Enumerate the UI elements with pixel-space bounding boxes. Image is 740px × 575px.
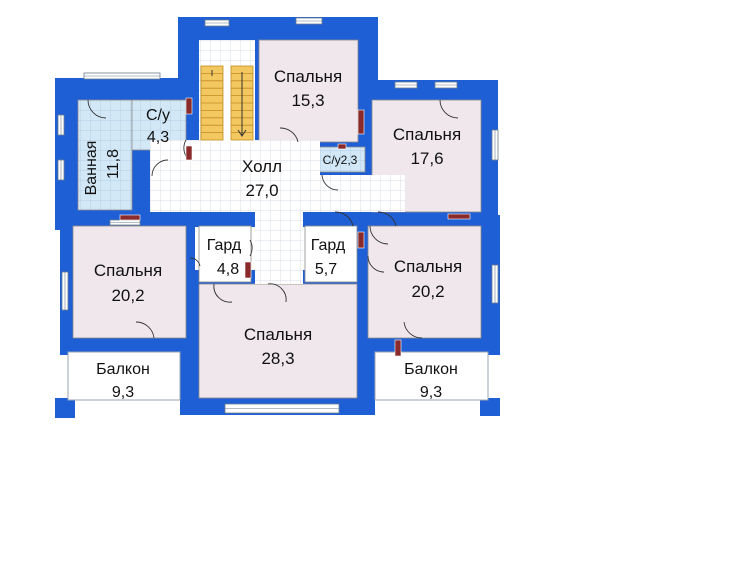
door-swing — [213, 283, 233, 303]
room-labels: Спальня 15,3 С/у 4,3 Ванная 11,8 Спальня… — [83, 67, 462, 401]
door-jamb — [119, 214, 141, 221]
room-area: 20,2 — [111, 286, 144, 305]
room-name: Ванная — [83, 141, 100, 196]
door-swing — [183, 139, 187, 157]
room-area: 11,8 — [105, 149, 122, 179]
door-jamb — [185, 97, 193, 115]
door-swing — [321, 174, 339, 191]
room-name: С/у — [146, 107, 170, 124]
door-swing — [377, 211, 397, 227]
door-jamb — [357, 231, 365, 249]
doors — [87, 99, 459, 339]
door-swing — [334, 211, 354, 227]
room-area: 17,6 — [410, 149, 443, 168]
room-name: Гард — [207, 237, 242, 254]
door-swing — [439, 99, 459, 119]
room-area: 9,3 — [420, 384, 442, 401]
room-area: 5,7 — [315, 261, 337, 278]
door-jamb — [357, 109, 365, 135]
staircase — [200, 65, 255, 142]
door-swing — [135, 321, 155, 339]
door-jamb — [394, 339, 402, 357]
room-area: 15,3 — [291, 91, 324, 110]
room-name: Спальня — [244, 325, 312, 344]
door-swing — [367, 255, 385, 273]
door-swing — [189, 257, 201, 267]
balconies — [67, 351, 489, 401]
room-area: 4,3 — [147, 129, 169, 146]
room-name: Холл — [242, 157, 282, 176]
stair-arrow-head — [237, 129, 247, 137]
posts — [119, 97, 471, 357]
room-name: С/у2,3 — [323, 153, 358, 167]
door-jamb — [185, 145, 193, 161]
room-name: Спальня — [394, 257, 462, 276]
room-area: 9,3 — [112, 384, 134, 401]
door-swing — [279, 127, 299, 143]
door-jamb — [337, 143, 347, 150]
door-swing — [87, 99, 107, 119]
room-area: 28,3 — [261, 349, 294, 368]
room-area: 20,2 — [411, 282, 444, 301]
room-fills — [72, 39, 482, 399]
room-name: Спальня — [274, 67, 342, 86]
door-jamb — [447, 213, 471, 220]
room-area: 27,0 — [245, 181, 278, 200]
door-jamb — [244, 261, 252, 279]
room-name: Балкон — [404, 361, 458, 378]
room-name: Гард — [311, 237, 346, 254]
door-swing — [403, 321, 423, 339]
door-swing — [267, 283, 287, 303]
room-area: 4,8 — [217, 261, 239, 278]
door-swing — [369, 225, 389, 245]
room-name: Балкон — [96, 361, 150, 378]
windows — [57, 17, 499, 414]
door-swing — [249, 239, 253, 257]
door-swing — [151, 159, 169, 177]
room-name: Спальня — [94, 261, 162, 280]
room-name: Спальня — [393, 125, 461, 144]
